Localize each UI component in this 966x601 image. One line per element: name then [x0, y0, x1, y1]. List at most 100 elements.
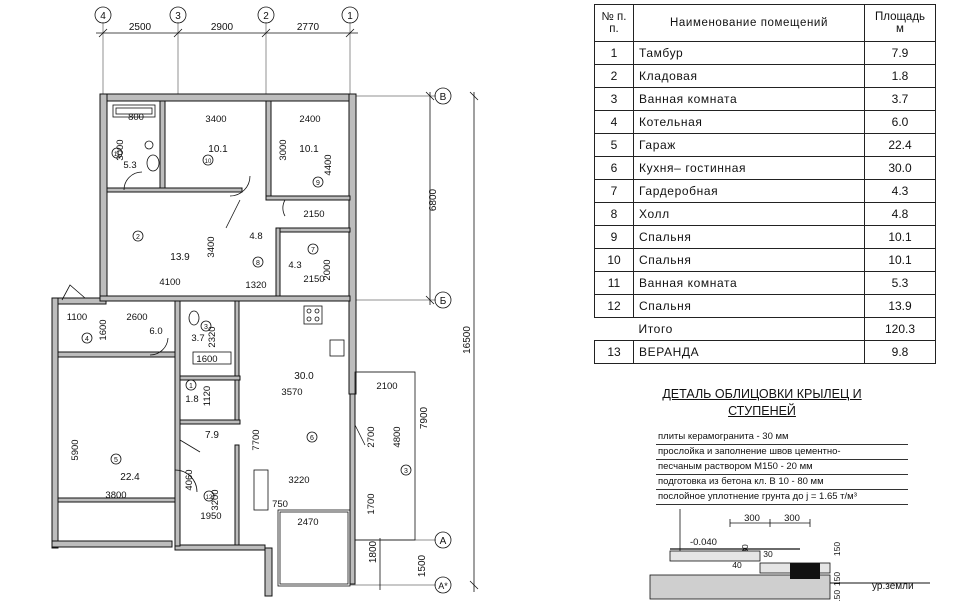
room-marker-number: 12 — [206, 495, 213, 501]
room-marker — [185, 379, 197, 391]
step-layer — [669, 550, 761, 562]
room-area: 10.1 — [864, 225, 936, 249]
room-marker-number: 10 — [205, 159, 212, 165]
dimension-label: 2150 — [303, 209, 324, 220]
room-area: 10.1 — [864, 248, 936, 272]
room-name: ВЕРАНДА — [633, 340, 865, 364]
room-marker — [307, 243, 319, 255]
dimension-label: 1500 — [417, 554, 428, 577]
burner-icon — [314, 316, 320, 322]
header-area: Площадь м — [864, 4, 936, 42]
axis-circle — [341, 6, 359, 24]
room-name: Кладовая — [633, 64, 865, 88]
dimension-label: 2770 — [297, 22, 320, 33]
right-dimension-lines: 6800 16500 7900 1800 1500 — [368, 91, 479, 592]
room-marker — [132, 230, 144, 242]
room-name: Гараж — [633, 133, 865, 157]
dimension-label: 2470 — [297, 517, 318, 528]
toilet-icon — [146, 154, 160, 172]
dimension-label: 3220 — [288, 475, 309, 486]
detail-dimension: -0.040 — [690, 537, 717, 548]
dimension-label: 3400 — [205, 114, 226, 125]
detail-layers: плиты керамогранита - 30 мм прослойка и … — [656, 430, 908, 505]
room-marker-number: 3 — [404, 468, 408, 475]
door-swing — [123, 171, 143, 191]
bathtub-icon — [112, 104, 156, 118]
room-name: Тамбур — [633, 41, 865, 65]
axis-label: Б — [440, 296, 447, 307]
dimension-label: 800 — [128, 112, 144, 123]
dimension-label: 2500 — [129, 22, 152, 33]
dimension-label: 3200 — [210, 489, 221, 510]
dimension-label: 2150 — [303, 274, 324, 285]
room-area: 5.3 — [864, 271, 936, 295]
room-name: Спальня — [633, 248, 865, 272]
door-swing — [61, 284, 86, 301]
dimension-label: 1600 — [98, 319, 109, 340]
dimension-label: 1700 — [366, 493, 377, 514]
layer-line: плиты керамогранита - 30 мм — [656, 430, 908, 445]
floor-plan: 4 3 2 1 2500 2900 2770 В Б А А* — [51, 6, 479, 597]
ground-level-label: ур.земли — [872, 581, 914, 592]
axis-label: 3 — [175, 11, 181, 22]
axis-circle — [434, 291, 452, 309]
axis-circle — [94, 6, 112, 24]
doors — [61, 171, 366, 493]
room-area: 7.9 — [864, 41, 936, 65]
axis-markers-right: В Б А А* — [350, 87, 452, 594]
total-label: Итого — [633, 317, 865, 341]
dimension-label: 3000 — [278, 139, 289, 160]
room-marker-number: 2 — [136, 234, 140, 241]
room-name: Спальня — [633, 294, 865, 318]
room-name: Кухня– гостинная — [633, 156, 865, 180]
area-label: 3.7 — [191, 333, 204, 344]
area-label: 6.0 — [149, 326, 162, 337]
header-number: № п. п. — [594, 4, 634, 42]
room-marker-number: 5 — [114, 457, 118, 464]
room-number: 3 — [594, 87, 634, 111]
room-name: Холл — [633, 202, 865, 226]
detail-dimension: 30 — [763, 549, 773, 559]
area-label: 22.4 — [120, 472, 140, 483]
detail-dimension: 300 — [784, 513, 800, 524]
room-marker — [202, 154, 214, 166]
dimension-label: 5900 — [70, 439, 81, 460]
area-label: 30.0 — [294, 371, 314, 382]
room-marker — [81, 332, 93, 344]
bathtub-icon — [115, 107, 153, 115]
dimension-label: 16500 — [462, 326, 473, 354]
burner-icon — [314, 308, 320, 314]
axis-circle — [434, 576, 452, 594]
axis-label: 4 — [100, 11, 106, 22]
room-marker-number: 3 — [204, 324, 208, 331]
room-marker-number: 7 — [311, 247, 315, 254]
room-marker — [312, 176, 324, 188]
room-number: 13 — [594, 340, 634, 364]
fixtures — [112, 104, 345, 511]
axis-label: В — [440, 92, 447, 103]
area-label: 1.8 — [185, 394, 198, 405]
room-name: Спальня — [633, 225, 865, 249]
table-header-row: № п. п. Наименование помещений Площадь м — [594, 4, 936, 42]
dimension-label: 2100 — [376, 381, 397, 392]
dimension-label: 3570 — [281, 387, 302, 398]
dimension-label: 2400 — [299, 114, 320, 125]
burner-icon — [306, 316, 312, 322]
stove-icon — [303, 305, 323, 325]
axis-circle — [434, 531, 452, 549]
axis-label: 1 — [347, 11, 353, 22]
area-label: 13.9 — [170, 252, 190, 263]
room-name: Гардеробная — [633, 179, 865, 203]
interior-dimensions: 800 3400 2400 3000 3000 4400 5.3 2150 34… — [67, 112, 403, 528]
grout-joint — [790, 563, 820, 579]
